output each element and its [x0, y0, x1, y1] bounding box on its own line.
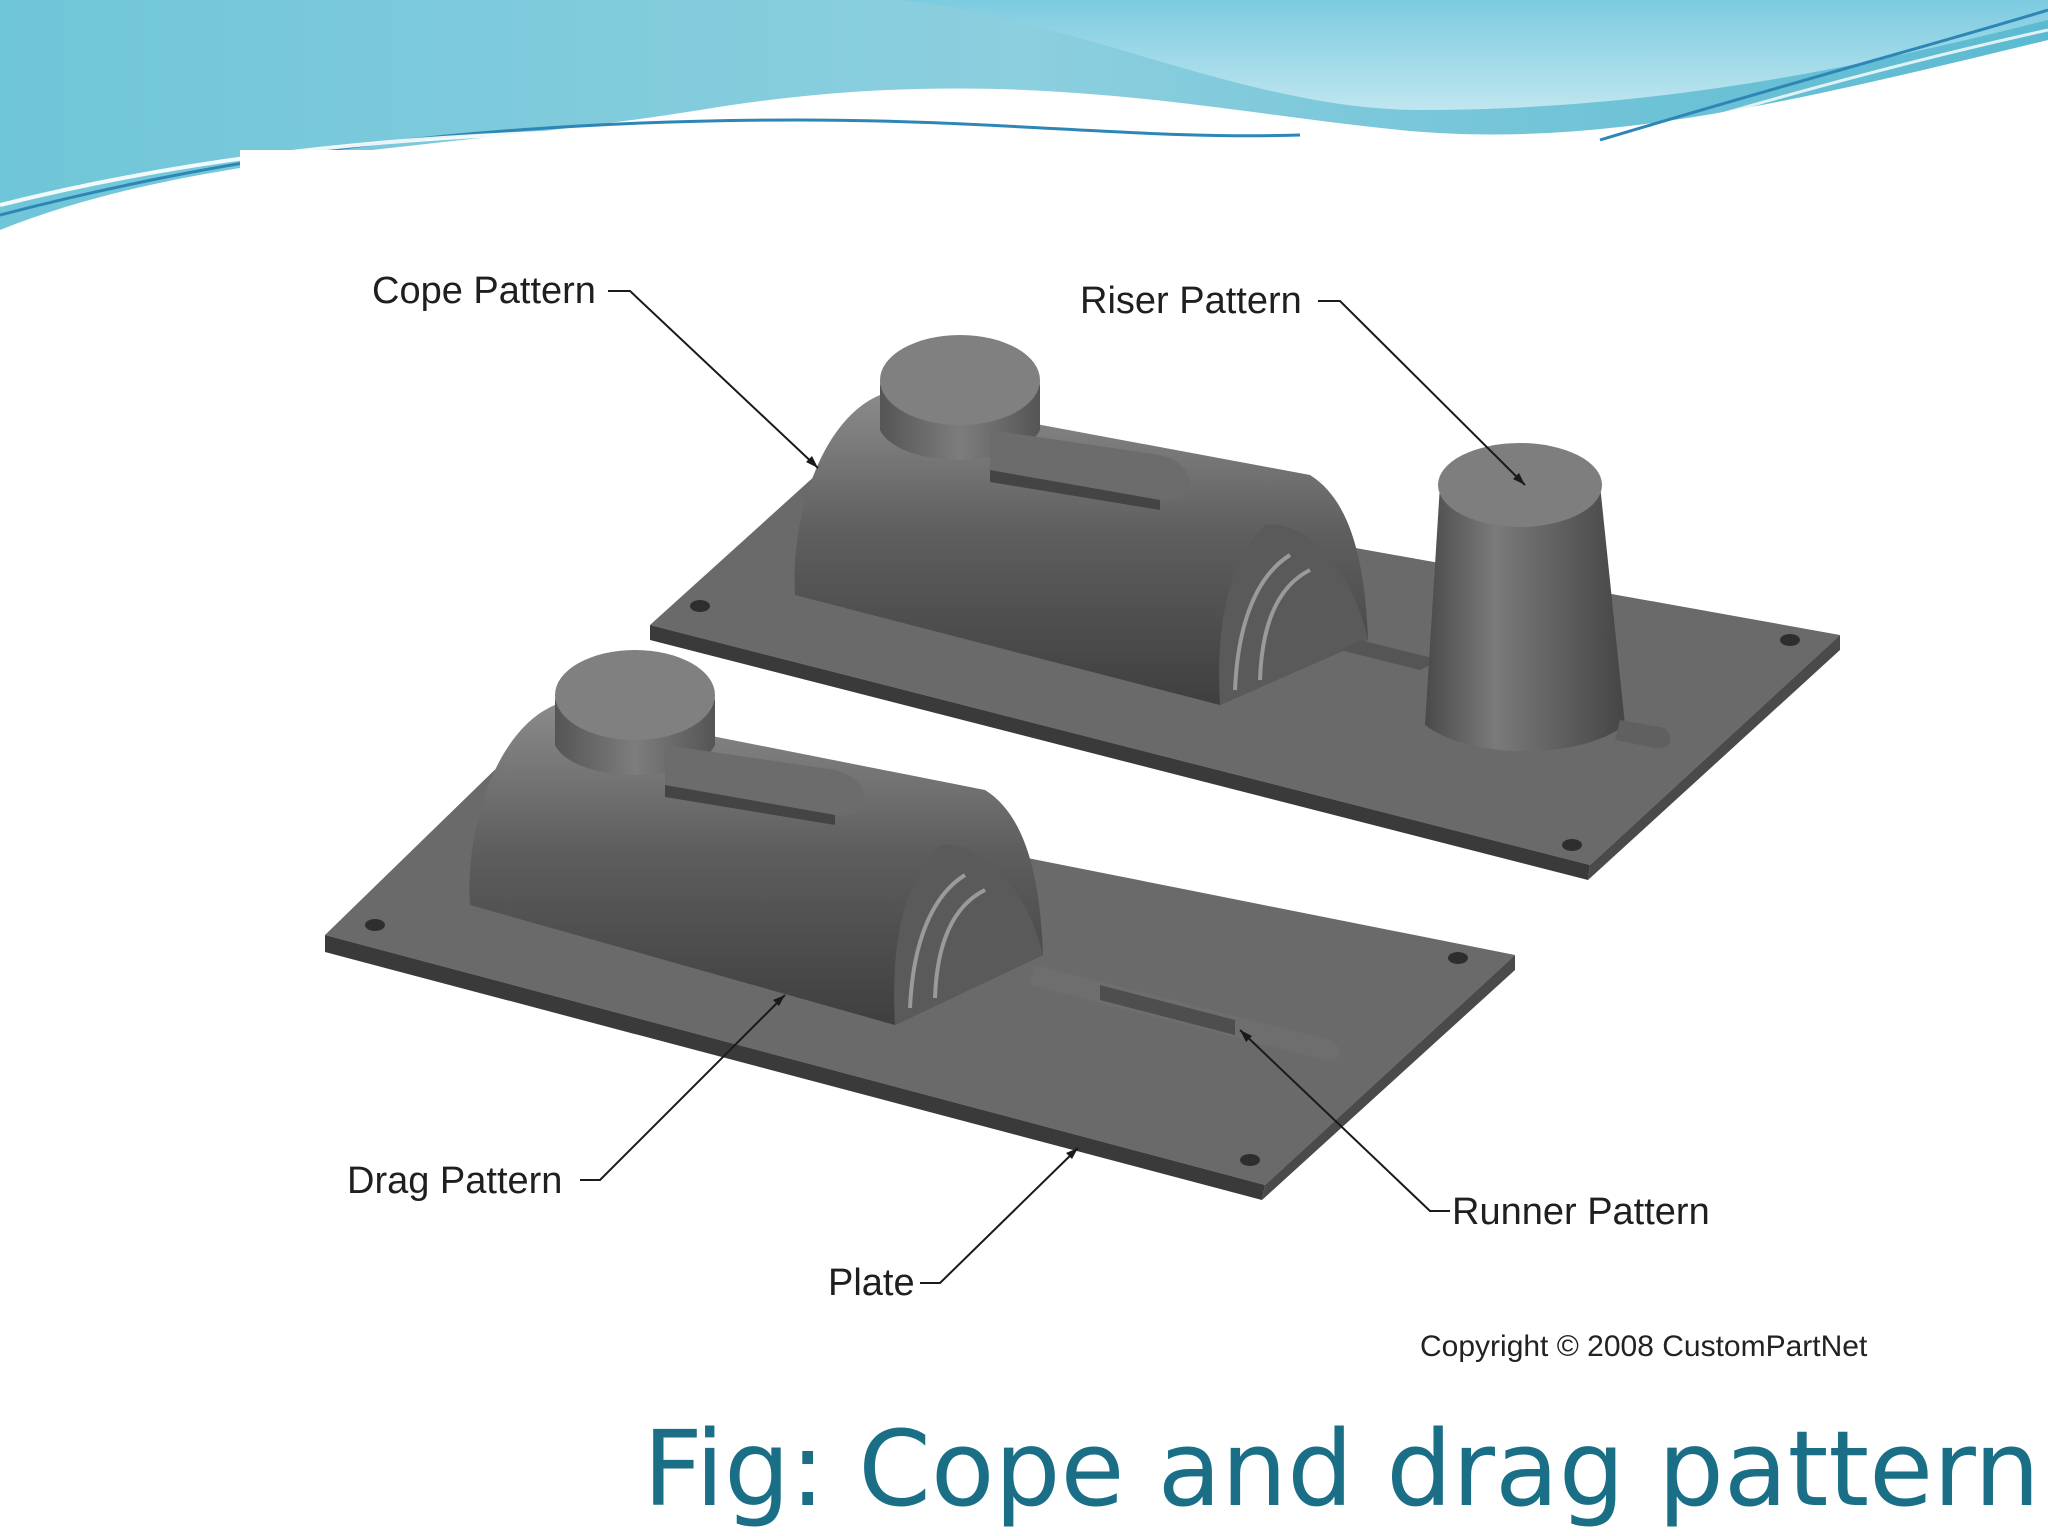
label-cope-pattern: Cope Pattern [372, 270, 596, 312]
label-drag-pattern: Drag Pattern [347, 1160, 563, 1202]
label-riser-pattern: Riser Pattern [1080, 280, 1302, 322]
label-runner-pattern: Runner Pattern [1452, 1191, 1710, 1233]
slide-caption: Fig: Cope and drag pattern [643, 1408, 2040, 1530]
drag-pattern-body [469, 650, 1340, 1061]
label-plate: Plate [828, 1262, 915, 1304]
copyright-notice: Copyright © 2008 CustomPartNet [1420, 1330, 1868, 1363]
wave-header [0, 0, 2048, 230]
leader-lines [580, 290, 1526, 1284]
cope-pattern-body [794, 335, 1440, 705]
leader-arrowheads [773, 456, 1525, 1159]
riser-pattern-shape [1425, 443, 1671, 752]
